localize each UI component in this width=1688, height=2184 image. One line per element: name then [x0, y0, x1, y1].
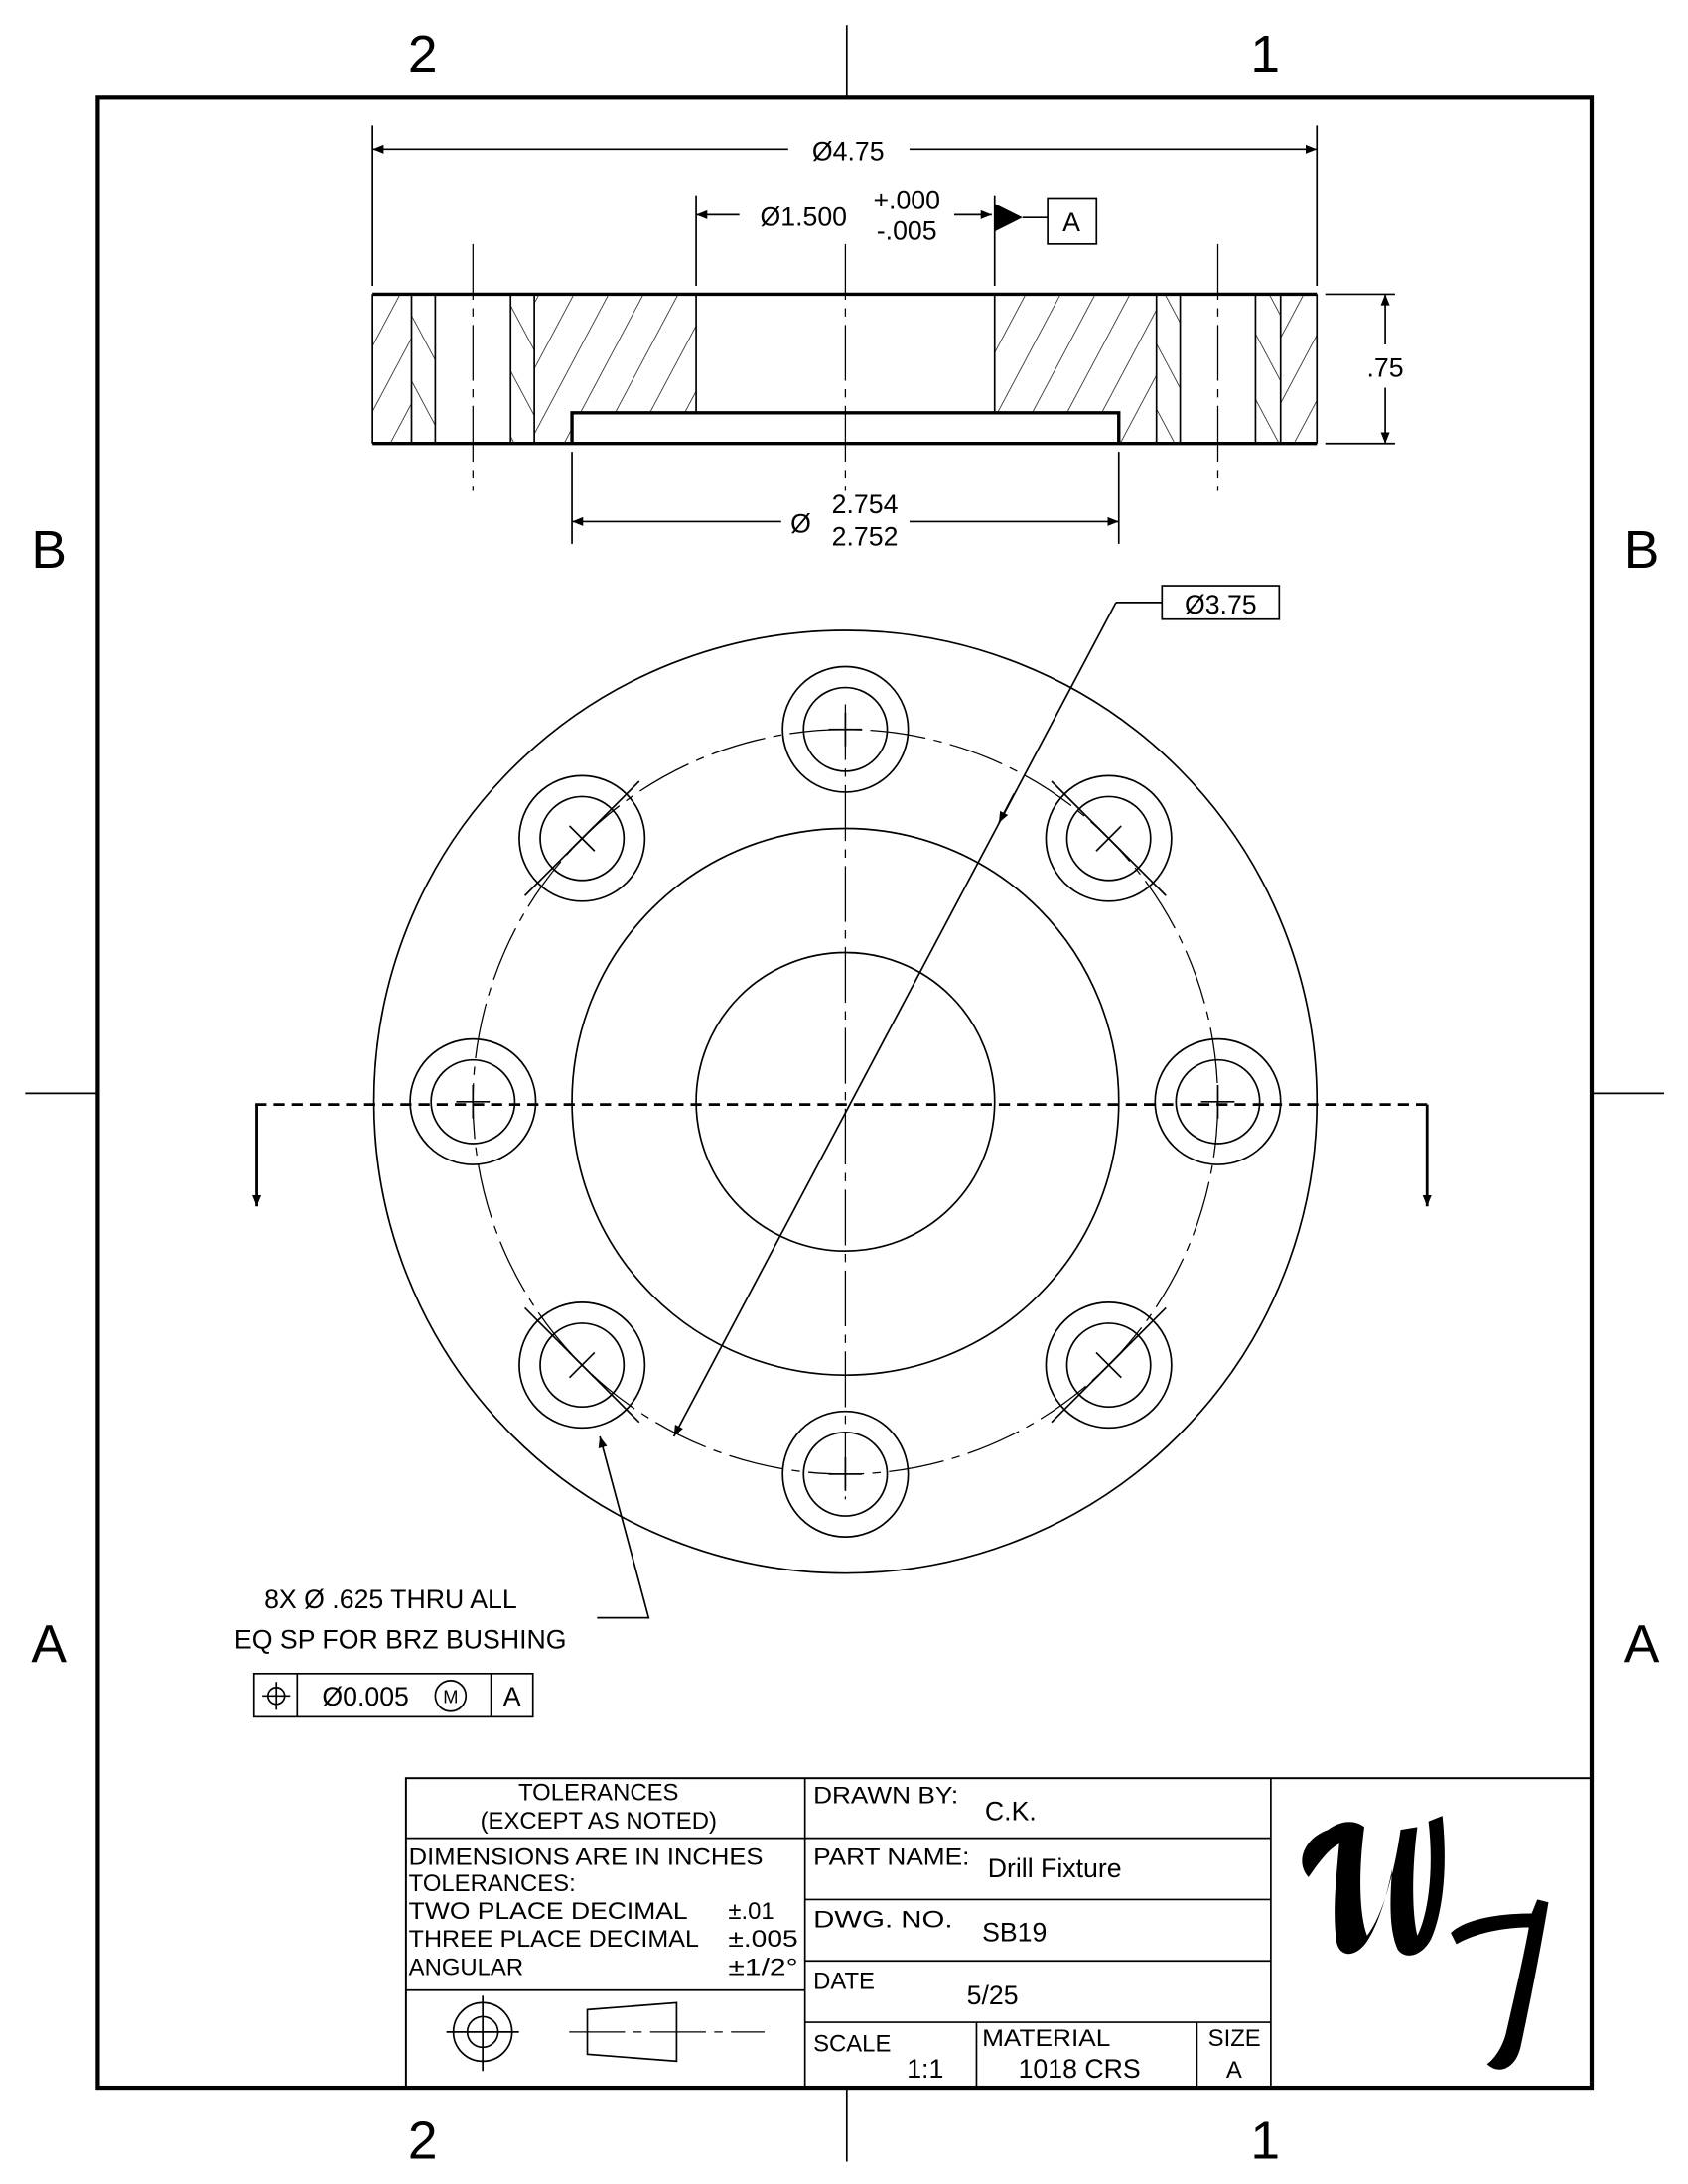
- drawn-by-label: DRAWN BY:: [813, 1782, 958, 1809]
- tolerances-label: TOLERANCES:: [409, 1870, 576, 1897]
- date-value: 5/25: [967, 1980, 1019, 2010]
- fcf-datum: A: [503, 1682, 521, 1711]
- zone-col-2-top: 2: [408, 26, 438, 84]
- three-place-value: ±.005: [728, 1926, 797, 1953]
- part-name-value: Drill Fixture: [988, 1853, 1122, 1883]
- third-angle-projection-icon: [446, 1995, 765, 2072]
- mmc-modifier-circle: [434, 1680, 468, 1712]
- sheet-border: [25, 25, 1665, 2162]
- three-place-label: THREE PLACE DECIMAL: [409, 1926, 699, 1953]
- angular-label: ANGULAR: [409, 1954, 523, 1980]
- bore-diameter-dim: Ø1.500: [760, 203, 847, 232]
- tolerances-subtitle: (EXCEPT AS NOTED): [481, 1808, 717, 1835]
- datum-a-box: [1047, 197, 1098, 245]
- title-block: [404, 1777, 1593, 2090]
- counterbore-upper: 2.754: [832, 489, 899, 519]
- bore-tol-upper: +.000: [873, 186, 940, 215]
- scale-label: SCALE: [813, 2031, 891, 2058]
- two-place-label: TWO PLACE DECIMAL: [409, 1898, 688, 1925]
- counterbore-diameter-symbol: Ø: [790, 509, 811, 539]
- position-icon: [262, 1682, 291, 1710]
- scale-value: 1:1: [907, 2054, 943, 2084]
- zone-col-1-top: 1: [1250, 26, 1280, 84]
- dwg-no-label: DWG. NO.: [813, 1907, 952, 1934]
- zone-row-a-left: A: [31, 1616, 67, 1675]
- bushing-hole: [518, 1301, 646, 1430]
- part-name-label: PART NAME:: [813, 1843, 969, 1870]
- bushing-hole: [518, 774, 646, 902]
- zone-col-1-bottom: 1: [1250, 2113, 1280, 2171]
- zone-row-b-left: B: [31, 521, 67, 580]
- bushing-hole: [1045, 1301, 1173, 1430]
- dwg-no-value: SB19: [982, 1918, 1047, 1948]
- plan-view: [252, 585, 1432, 1718]
- angular-value: ±1/2°: [728, 1954, 797, 1980]
- fcf-modifier: M: [443, 1686, 458, 1706]
- tolerances-title: TOLERANCES: [518, 1780, 678, 1807]
- fcf-tolerance: Ø0.005: [322, 1682, 409, 1711]
- dims-note: DIMENSIONS ARE IN INCHES: [409, 1843, 764, 1870]
- section-view: [371, 125, 1395, 544]
- bolt-circle-dim: Ø3.75: [1185, 590, 1257, 619]
- bushing-hole: [1154, 1037, 1282, 1165]
- feature-control-frame: [252, 1672, 534, 1718]
- hole-note-line2: EQ SP FOR BRZ BUSHING: [234, 1625, 567, 1655]
- drawn-by-value: C.K.: [985, 1796, 1037, 1826]
- zone-row-b-right: B: [1624, 521, 1660, 580]
- material-label: MATERIAL: [982, 2025, 1110, 2052]
- company-logo: [1302, 1816, 1549, 2070]
- bushing-hole: [409, 1037, 537, 1165]
- bore-tol-lower: -.005: [877, 216, 937, 246]
- material-value: 1018 CRS: [1019, 2054, 1141, 2084]
- date-label: DATE: [813, 1968, 875, 1994]
- size-value: A: [1226, 2057, 1242, 2084]
- bushing-hole: [781, 1410, 910, 1538]
- bushing-hole: [1045, 774, 1173, 902]
- datum-a-label: A: [1062, 207, 1080, 237]
- overall-diameter-dim: Ø4.75: [812, 137, 885, 167]
- zone-row-a-right: A: [1624, 1616, 1660, 1675]
- thickness-dim: .75: [1367, 352, 1404, 382]
- two-place-value: ±.01: [728, 1898, 774, 1925]
- bushing-hole: [781, 665, 910, 793]
- zone-col-2-bottom: 2: [408, 2113, 438, 2171]
- size-label: SIZE: [1208, 2025, 1261, 2052]
- counterbore-lower: 2.752: [832, 521, 899, 551]
- hole-note-line1: 8X Ø .625 THRU ALL: [264, 1584, 517, 1614]
